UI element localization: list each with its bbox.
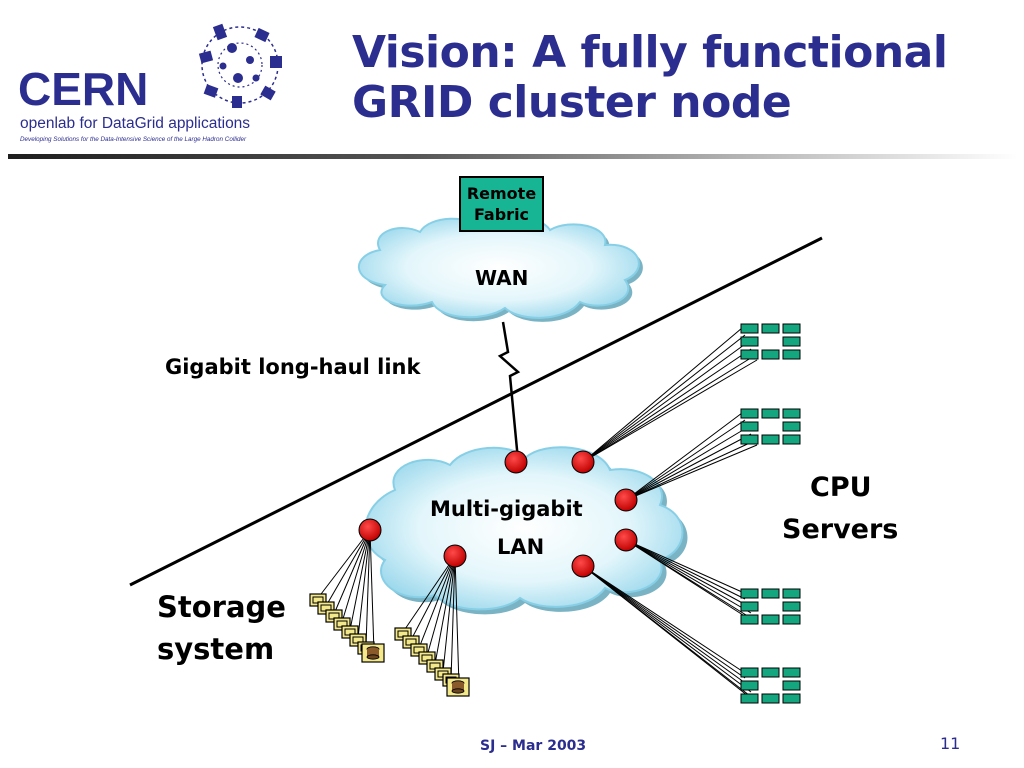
boundary-line [129, 236, 823, 587]
grid-cluster-diagram [129, 216, 823, 704]
cpu-server-cluster-1 [740, 323, 801, 360]
page-title-line1: Vision: A fully functional [352, 27, 948, 78]
lan-node-7 [358, 518, 382, 542]
cpu-server-cluster-3 [740, 588, 801, 625]
footer-author-date: SJ – Mar 2003 [480, 738, 587, 754]
cern-openlab-logo: CERN openlab for DataGrid applications D… [0, 0, 300, 150]
lan-node-4 [614, 528, 638, 552]
remote-fabric-label-line1: Remote [466, 184, 537, 203]
cpu-server-cluster-2 [740, 408, 801, 445]
storage-fan-lines [317, 529, 460, 687]
lan-cloud [364, 446, 688, 615]
lan-label-line1: Multi-gigabit [430, 497, 583, 521]
title-divider [8, 154, 1018, 159]
cpu-server-cluster-4 [740, 667, 801, 704]
lan-label-line2: LAN [497, 535, 545, 559]
logo-emblem-icon [198, 23, 282, 108]
logo-wordmark: CERN [18, 63, 148, 115]
remote-fabric-label-line2: Fabric [473, 205, 530, 224]
slide-number: 11 [940, 734, 961, 753]
logo-tagline: Developing Solutions for the Data-Intens… [20, 136, 247, 143]
wan-label: WAN [475, 266, 529, 290]
lan-node-3 [614, 488, 638, 512]
storage-stack-1 [309, 593, 385, 663]
cpu-fan-lines [582, 327, 758, 704]
page-title: Vision: A fully functional GRID cluster … [352, 28, 1012, 128]
storage-stack-2 [394, 627, 470, 697]
remote-fabric-box: Remote Fabric [459, 176, 544, 232]
lan-node-5 [571, 554, 595, 578]
lan-node-6 [443, 544, 467, 568]
cpu-servers-label-line2: Servers [782, 514, 899, 545]
storage-system-label-line2: system [157, 632, 275, 666]
long-haul-link-label: Gigabit long-haul link [165, 355, 421, 379]
lan-node-2 [571, 450, 595, 474]
cpu-servers-label-line1: CPU [810, 472, 872, 503]
storage-system-label-line1: Storage [157, 590, 286, 624]
logo-subtitle: openlab for DataGrid applications [20, 115, 250, 132]
page-title-line2: GRID cluster node [352, 77, 792, 128]
long-haul-link-line [497, 321, 521, 461]
lan-node-1 [504, 450, 528, 474]
